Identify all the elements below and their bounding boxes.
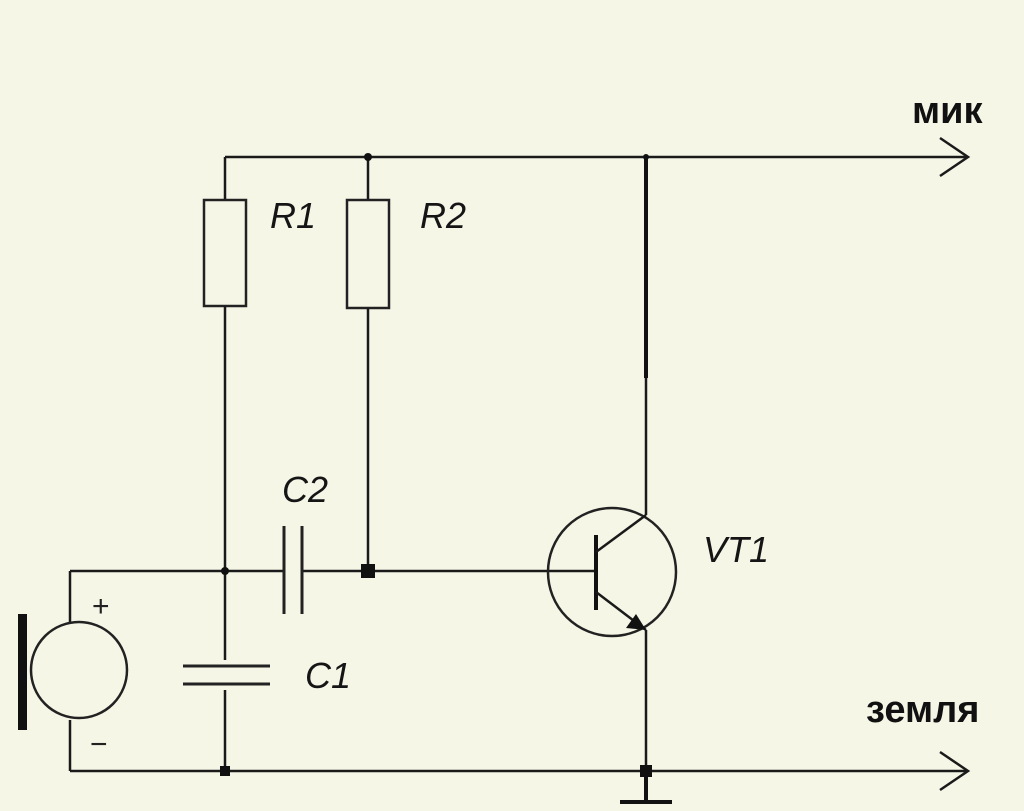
r2-branch bbox=[345, 157, 391, 571]
vt1-transistor bbox=[546, 157, 678, 771]
r1-branch bbox=[202, 157, 248, 771]
c2-label: C2 bbox=[282, 469, 328, 510]
emitter-arrow-icon bbox=[626, 614, 646, 630]
junction-dot bbox=[364, 153, 372, 161]
junction-dot bbox=[221, 567, 229, 575]
mic-diaphragm-icon bbox=[18, 614, 27, 730]
mic-minus-label: − bbox=[90, 728, 108, 761]
r1-label: R1 bbox=[270, 195, 316, 236]
top-rail-arrow-icon bbox=[939, 136, 971, 178]
junction-dots bbox=[220, 153, 652, 777]
r2-label: R2 bbox=[420, 195, 466, 236]
bottom-rail-ground-net bbox=[70, 750, 971, 792]
mic-plus-label: + bbox=[92, 590, 110, 623]
net-label-ground: земля bbox=[866, 689, 979, 731]
bottom-rail-arrow-icon bbox=[939, 750, 971, 792]
top-rail-mic-net bbox=[225, 136, 971, 178]
junction-dot bbox=[640, 765, 652, 777]
r1-resistor bbox=[202, 198, 248, 308]
c1-capacitor bbox=[183, 664, 270, 686]
net-label-mic: мик bbox=[912, 90, 983, 132]
c2-capacitor bbox=[282, 526, 304, 614]
junction-dot bbox=[361, 564, 375, 578]
vt1-label: VT1 bbox=[703, 529, 769, 570]
junction-dot bbox=[643, 154, 649, 160]
r2-resistor bbox=[345, 198, 391, 310]
junction-dot bbox=[220, 766, 230, 776]
c1-label: C1 bbox=[305, 655, 351, 696]
microphone-symbol: + − bbox=[18, 571, 129, 771]
